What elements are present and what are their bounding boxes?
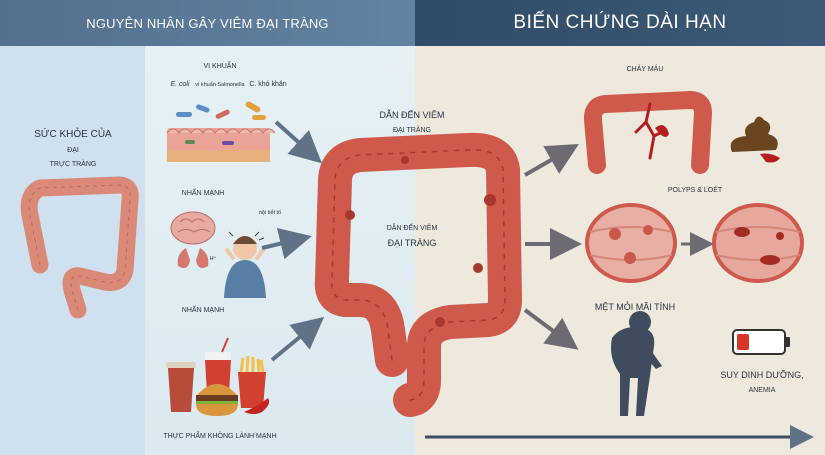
center-mid-line2: ĐẠI TRÀNG xyxy=(387,238,437,248)
hormone-label: nội tiết tố xyxy=(258,210,282,216)
bacteria-title: VI KHUẨN xyxy=(203,63,237,70)
cdiff-label: C. khó khăn xyxy=(249,81,287,88)
healthy-label-line2: ĐẠI xyxy=(67,147,79,154)
stress-title: NHẤN MẠNH xyxy=(181,190,225,197)
battery-low-icon xyxy=(732,329,790,355)
food-label: THỰC PHẨM KHÔNG LÀNH MẠNH xyxy=(163,433,277,440)
fast-food-icon xyxy=(166,337,270,416)
polyps-after-icon xyxy=(712,203,804,283)
bleeding-colon-icon xyxy=(583,90,713,174)
arrow-food xyxy=(270,316,325,362)
arrow-stress xyxy=(261,227,312,260)
center-top-line2: ĐẠI TRÀNG xyxy=(393,127,431,134)
fatigued-person-icon xyxy=(611,311,662,416)
fatigue-label: MỆT MỎI MÃI TÍNH xyxy=(594,302,676,312)
bacteria-icon xyxy=(166,101,276,162)
stool-icon xyxy=(730,116,780,163)
malnutrition-label: SUY DINH DƯỠNG, xyxy=(720,370,804,380)
arrow-fatigue xyxy=(523,308,579,350)
salmonella-label: vi khuẩn Salmonella xyxy=(195,82,245,88)
ecoli-label: E. coli xyxy=(170,81,190,88)
polyps-before-icon xyxy=(585,203,677,283)
healthy-label-line1: SỨC KHỎE CỦA xyxy=(34,129,112,140)
healthy-colon-icon xyxy=(20,176,139,319)
causes-header: NGUYÊN NHÂN GÂY VIÊM ĐẠI TRÀNG xyxy=(0,0,415,46)
arrow-bleeding xyxy=(524,144,579,177)
center-top-line1: DẪN ĐẾN VIÊM xyxy=(379,110,445,120)
stress-bottom-label: NHẤN MẠNH xyxy=(181,307,225,314)
inflamed-colon-icon xyxy=(314,132,522,417)
hplus-label: H⁺ xyxy=(209,256,217,262)
complications-header: BIẾN CHỨNG DÀI HẠN xyxy=(415,0,825,46)
stress-icon xyxy=(170,211,266,298)
anemia-label: ANEMIA xyxy=(748,387,776,394)
arrow-bacteria xyxy=(274,120,322,164)
polyps-label: POLYPS & LOÉT xyxy=(667,187,723,194)
healthy-label-line3: TRỰC TRÀNG xyxy=(49,161,97,168)
bleeding-label: CHẢY MÁU xyxy=(626,66,664,73)
center-mid-line1: DẪN ĐẾN VIÊM xyxy=(386,225,438,232)
